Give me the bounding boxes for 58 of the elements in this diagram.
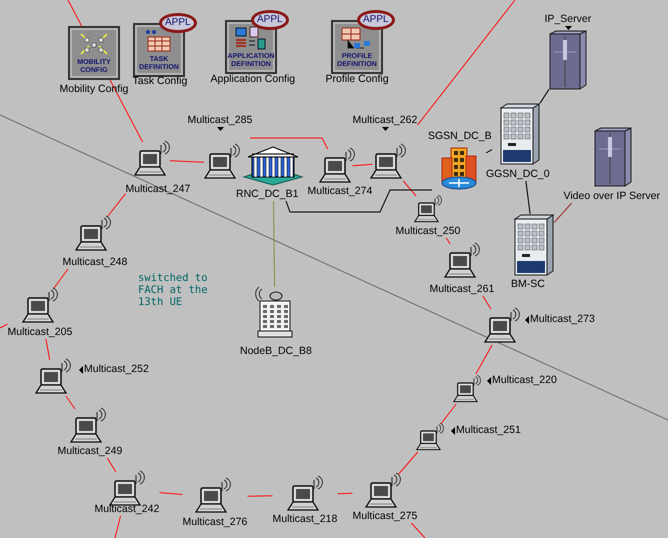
annotation-text: switched to FACH at the 13th UE [138,272,209,308]
link-line [273,200,276,288]
link-line [486,149,492,154]
link-line [45,338,50,360]
link-line [337,492,353,494]
link-line [440,404,457,424]
link-line [398,452,418,474]
node-label: RNC_DC_B1 [236,188,298,201]
link-line [250,138,328,150]
node-label: Multicast_261 [430,283,494,296]
link-line [247,495,273,497]
node-label: Multicast_262 [352,114,418,127]
node-label: Multicast_250 [396,225,460,238]
link-line [52,268,68,290]
link-line [286,190,432,212]
link-line [475,344,492,374]
node-label: GGSN_DC_0 [486,168,550,181]
node-label: Multicast_285 [188,114,252,127]
link-line [525,180,531,214]
link-line [554,202,572,224]
badge-label: APPL [357,10,395,30]
link-line [410,522,426,538]
link-line [352,164,373,166]
node-label: Application Config [210,73,296,86]
node-label: BM-SC [511,278,545,291]
node-label: Multicast_252 [84,363,149,376]
node-label: Multicast_275 [352,510,418,523]
badge-label: APPL [159,13,197,33]
link-line [482,296,492,310]
link-line [446,238,451,244]
link-line [65,396,76,410]
node-label: Multicast_249 [58,445,122,458]
link-line [402,180,417,196]
node-label: Multicast_247 [126,183,190,196]
node-label: Multicast_242 [94,503,160,516]
node-label: IP_Server [544,13,592,26]
node-label: NodeB_DC_B8 [240,345,312,358]
node-label: SGSN_DC_B [428,130,492,143]
node-label: Task Config [132,75,188,88]
node-label: Multicast_276 [182,516,248,529]
node-label: Multicast_274 [308,185,372,198]
node-label: Multicast_218 [272,513,338,526]
link-line [170,160,204,163]
node-label: Multicast_273 [530,313,595,326]
node-label: Multicast_220 [492,374,557,387]
link-line [417,0,516,126]
node-label: Multicast_248 [62,256,128,269]
node-label: Profile Config [326,73,389,86]
link-line [114,516,121,538]
node-label: Video over IP Server [564,190,660,203]
node-label: Multicast_205 [8,326,72,339]
badge-label: APPL [251,10,289,30]
link-line [106,458,116,472]
link-line [106,193,126,218]
link-line [159,492,183,495]
link-line [540,88,550,104]
node-label: Multicast_251 [456,424,521,437]
link-line [0,324,8,328]
